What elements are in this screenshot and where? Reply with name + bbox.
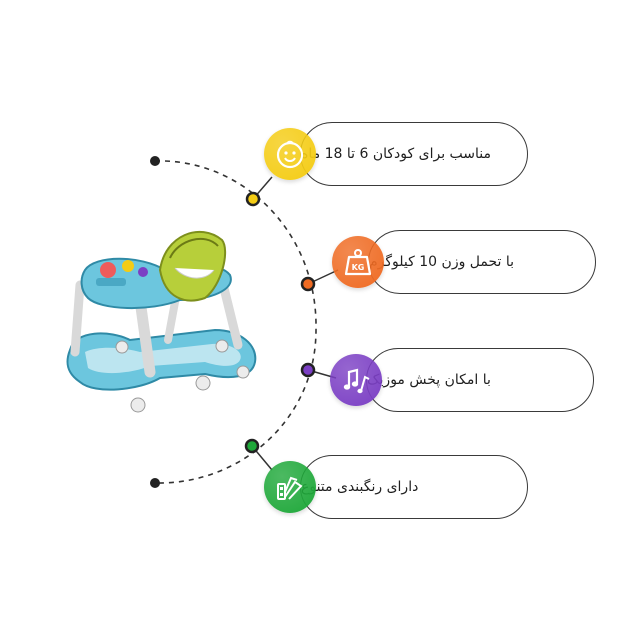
feature-label-3: با امکان پخش موزیک [367, 372, 491, 388]
feature-label-4: دارای رنگبندی متنوع [301, 479, 419, 495]
feature-card-1: مناسب برای کودکان 6 تا 18 ماه [300, 122, 528, 186]
feature-card-3: با امکان پخش موزیک [366, 348, 594, 412]
arc-node-1 [245, 191, 261, 207]
feature-card-2: با تحمل وزن 10 کیلوگرم [368, 230, 596, 294]
baby-walker-image [66, 231, 257, 413]
arc-end-dot-bottom [150, 478, 160, 488]
music-notes-icon [330, 354, 382, 406]
color-palette-icon [264, 461, 316, 513]
feature-card-4: دارای رنگبندی متنوع [300, 455, 528, 519]
kg-text: KG [352, 263, 365, 272]
feature-label-2: با تحمل وزن 10 کیلوگرم [369, 254, 515, 270]
arc-node-3 [300, 362, 316, 378]
arc-node-4 [244, 438, 260, 454]
feature-label-1: مناسب برای کودکان 6 تا 18 ماه [301, 146, 492, 162]
weight-kg-icon: KG [332, 236, 384, 288]
connector-arc [154, 160, 317, 484]
arc-node-2 [300, 276, 316, 292]
baby-face-icon [264, 128, 316, 180]
arc-end-dot-top [150, 156, 160, 166]
